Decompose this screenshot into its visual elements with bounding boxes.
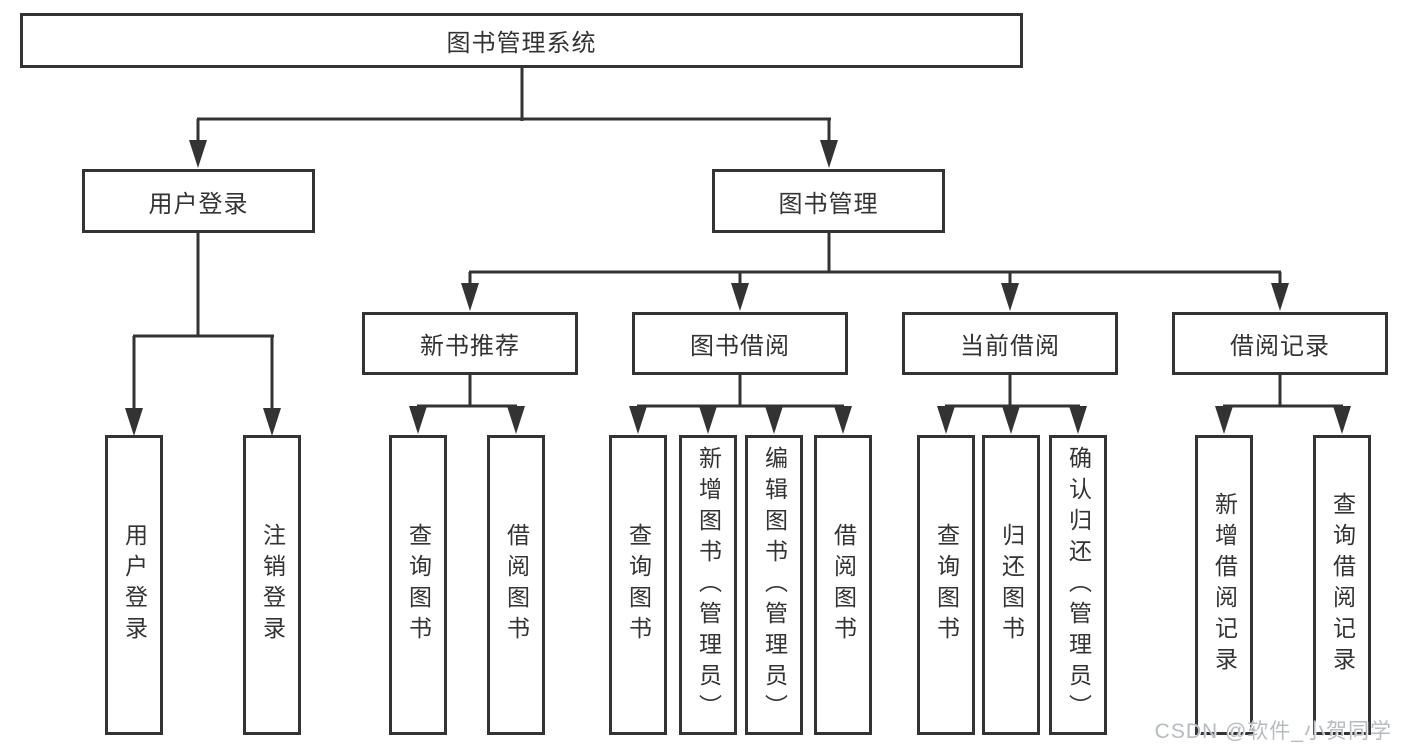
node-library-system: 图书管理系统 bbox=[20, 13, 1023, 68]
node-user-login: 用户登录 bbox=[82, 169, 315, 233]
leaf-confirm-return-admin: 确认归还（管理员） bbox=[1049, 435, 1107, 735]
node-current-borrowing: 当前借阅 bbox=[902, 312, 1118, 375]
node-book-management: 图书管理 bbox=[712, 169, 945, 233]
leaf-user-login: 用户登录 bbox=[105, 435, 163, 735]
leaf-borrow-books-recommend: 借阅图书 bbox=[487, 435, 545, 735]
leaf-borrow-books-borrowing: 借阅图书 bbox=[814, 435, 872, 735]
leaf-add-book-admin: 新增图书（管理员） bbox=[679, 435, 737, 735]
leaf-query-borrow-record: 查询借阅记录 bbox=[1313, 435, 1371, 735]
csdn-watermark: CSDN @软件_小贺同学 bbox=[1154, 720, 1392, 743]
leaf-logout: 注销登录 bbox=[243, 435, 301, 735]
leaf-query-books-current: 查询图书 bbox=[917, 435, 975, 735]
node-borrowing-records: 借阅记录 bbox=[1172, 312, 1388, 375]
leaf-add-borrow-record: 新增借阅记录 bbox=[1195, 435, 1253, 735]
leaf-return-book: 归还图书 bbox=[982, 435, 1040, 735]
leaf-query-books-borrowing: 查询图书 bbox=[609, 435, 667, 735]
node-new-book-recommend: 新书推荐 bbox=[362, 312, 578, 375]
leaf-edit-book-admin: 编辑图书（管理员） bbox=[745, 435, 803, 735]
node-book-borrowing: 图书借阅 bbox=[632, 312, 848, 375]
leaf-query-books-recommend: 查询图书 bbox=[389, 435, 447, 735]
